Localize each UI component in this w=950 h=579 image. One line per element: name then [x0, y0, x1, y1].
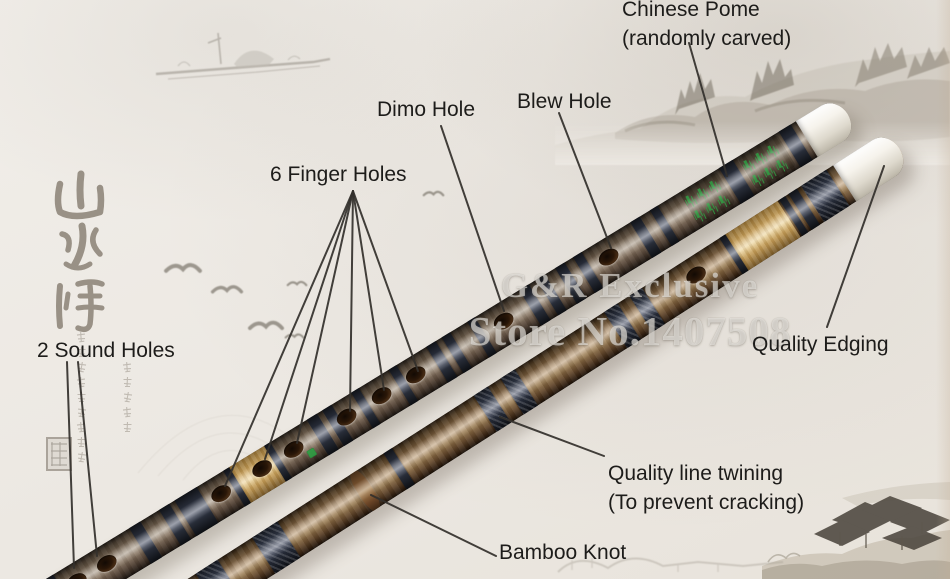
poem-character-mark [121, 404, 134, 423]
calligraphy-shan-shui-qing [54, 170, 105, 333]
poem-glyph [77, 391, 86, 403]
poem-glyph [123, 421, 132, 433]
poem-glyph [76, 332, 86, 343]
label-chinese-pome: Chinese Pome (randomly carved) [622, 0, 791, 53]
poem-glyph [77, 436, 86, 448]
label-text: Dimo Hole [377, 98, 476, 121]
pointer-line-twining [499, 416, 605, 457]
poem-glyph [122, 407, 132, 418]
bird-icon [284, 333, 305, 339]
label-dimo-hole: Dimo Hole [377, 95, 475, 124]
pointer-line-finger-4 [349, 190, 354, 412]
label-text: Bamboo Knot [499, 541, 627, 564]
label-sound-holes: 2 Sound Holes [37, 336, 175, 365]
poem-character-mark [121, 359, 134, 378]
label-text: Chinese Pome [622, 0, 760, 21]
poem-glyph [76, 377, 86, 388]
poem-character-mark [75, 449, 88, 468]
label-text: Quality Edging [752, 333, 889, 356]
label-text: Blew Hole [517, 90, 612, 113]
label-text: 6 Finger Holes [270, 163, 407, 186]
label-finger-holes: 6 Finger Holes [270, 160, 407, 189]
poem-glyph [122, 362, 132, 373]
label-blew-hole: Blew Hole [517, 87, 612, 116]
poem-character-mark [121, 389, 134, 408]
watermark-store-number: Store No.1407508 [468, 308, 792, 354]
bird-icon [286, 280, 308, 287]
label-text: Quality line twining [608, 462, 784, 485]
poem-glyph [77, 346, 86, 358]
bird-icon [422, 190, 445, 197]
label-text: 2 Sound Holes [37, 339, 175, 362]
poem-glyph [77, 406, 87, 418]
poem-character-mark [76, 345, 87, 363]
label-quality-edging: Quality Edging [752, 330, 889, 359]
pointer-line-knot [370, 494, 497, 557]
ink-boat-sketch [155, 32, 331, 80]
label-text: (To prevent cracking) [608, 491, 805, 514]
watermark-brand: G&R Exclusive [500, 266, 760, 305]
seal-stamp [46, 437, 72, 471]
bird-icon [164, 263, 202, 273]
label-text: (randomly carved) [622, 27, 792, 50]
poem-glyph [76, 422, 86, 433]
poem-character-mark [122, 375, 133, 393]
poem-glyph [123, 391, 133, 403]
label-bamboo-knot: Bamboo Knot [499, 538, 626, 567]
bird-icon [248, 320, 284, 331]
pointer-line-pome [688, 42, 728, 177]
poem-character-mark [75, 329, 88, 348]
poem-glyph [77, 451, 87, 463]
poem-glyph [123, 376, 132, 388]
pointer-line-blew [558, 112, 612, 249]
label-quality-twining: Quality line twining (To prevent cracking… [608, 459, 804, 517]
poem-character-mark [122, 420, 133, 438]
bird-icon [210, 285, 244, 294]
